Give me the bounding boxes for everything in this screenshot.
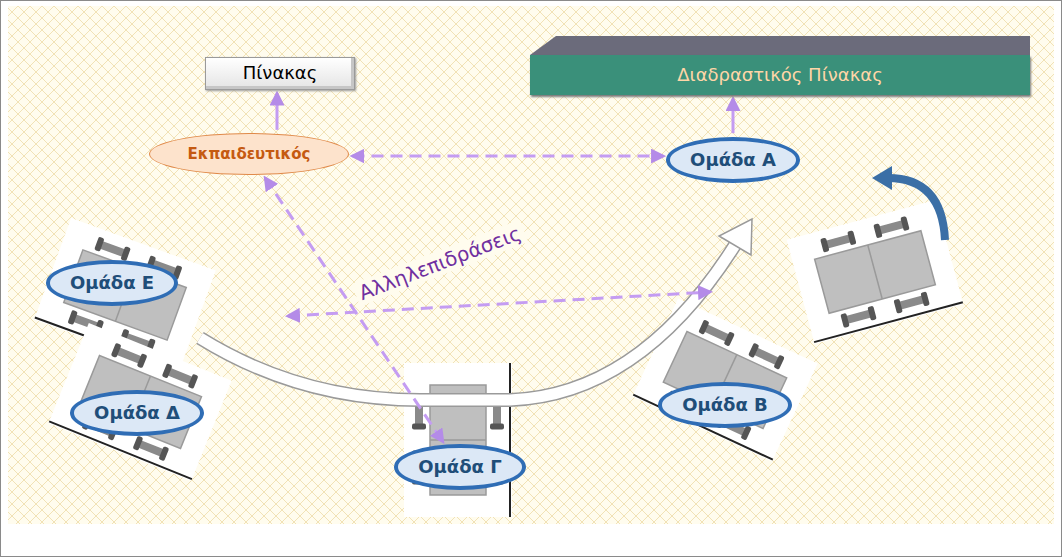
group-ellipse: Ομάδα Γ [394, 444, 525, 490]
board-top [530, 36, 1030, 55]
node-text: Ομάδα Ε [70, 272, 154, 294]
floor-pattern [8, 6, 1054, 524]
connector [352, 155, 663, 158]
group-ellipse: Ομάδα Α [666, 137, 800, 183]
node-text: Ομάδα Α [690, 149, 776, 171]
node-text: Ομάδα Δ [94, 402, 180, 424]
interaction-label: Αλληλεπιδράσεις [352, 220, 528, 307]
group-ellipse: Ομάδα Ε [46, 260, 178, 306]
node-text: Πίνακας [243, 62, 318, 84]
desk [404, 363, 512, 517]
desks [34, 200, 963, 517]
node-text: Ομάδα Β [682, 394, 768, 416]
whiteboard: Πίνακας [205, 57, 355, 90]
connector [732, 99, 735, 133]
group-ellipse: Ομάδα Β [658, 382, 792, 428]
node-text: Διαδραστικός Πίνακας [677, 64, 882, 86]
desk [632, 299, 817, 462]
interactive-board: Διαδραστικός Πίνακας [530, 55, 1030, 95]
node-text: Ομάδα Γ [418, 456, 501, 478]
group-ellipse: Ομάδα Δ [70, 390, 204, 436]
teacher-ellipse: Εκπαιδευτικός [149, 133, 349, 175]
connector [265, 178, 443, 441]
move-curve [200, 219, 752, 400]
connector [276, 94, 279, 130]
blue-move-arrow [872, 166, 945, 240]
desk [787, 200, 964, 344]
node-text: Εκπαιδευτικός [188, 145, 311, 163]
